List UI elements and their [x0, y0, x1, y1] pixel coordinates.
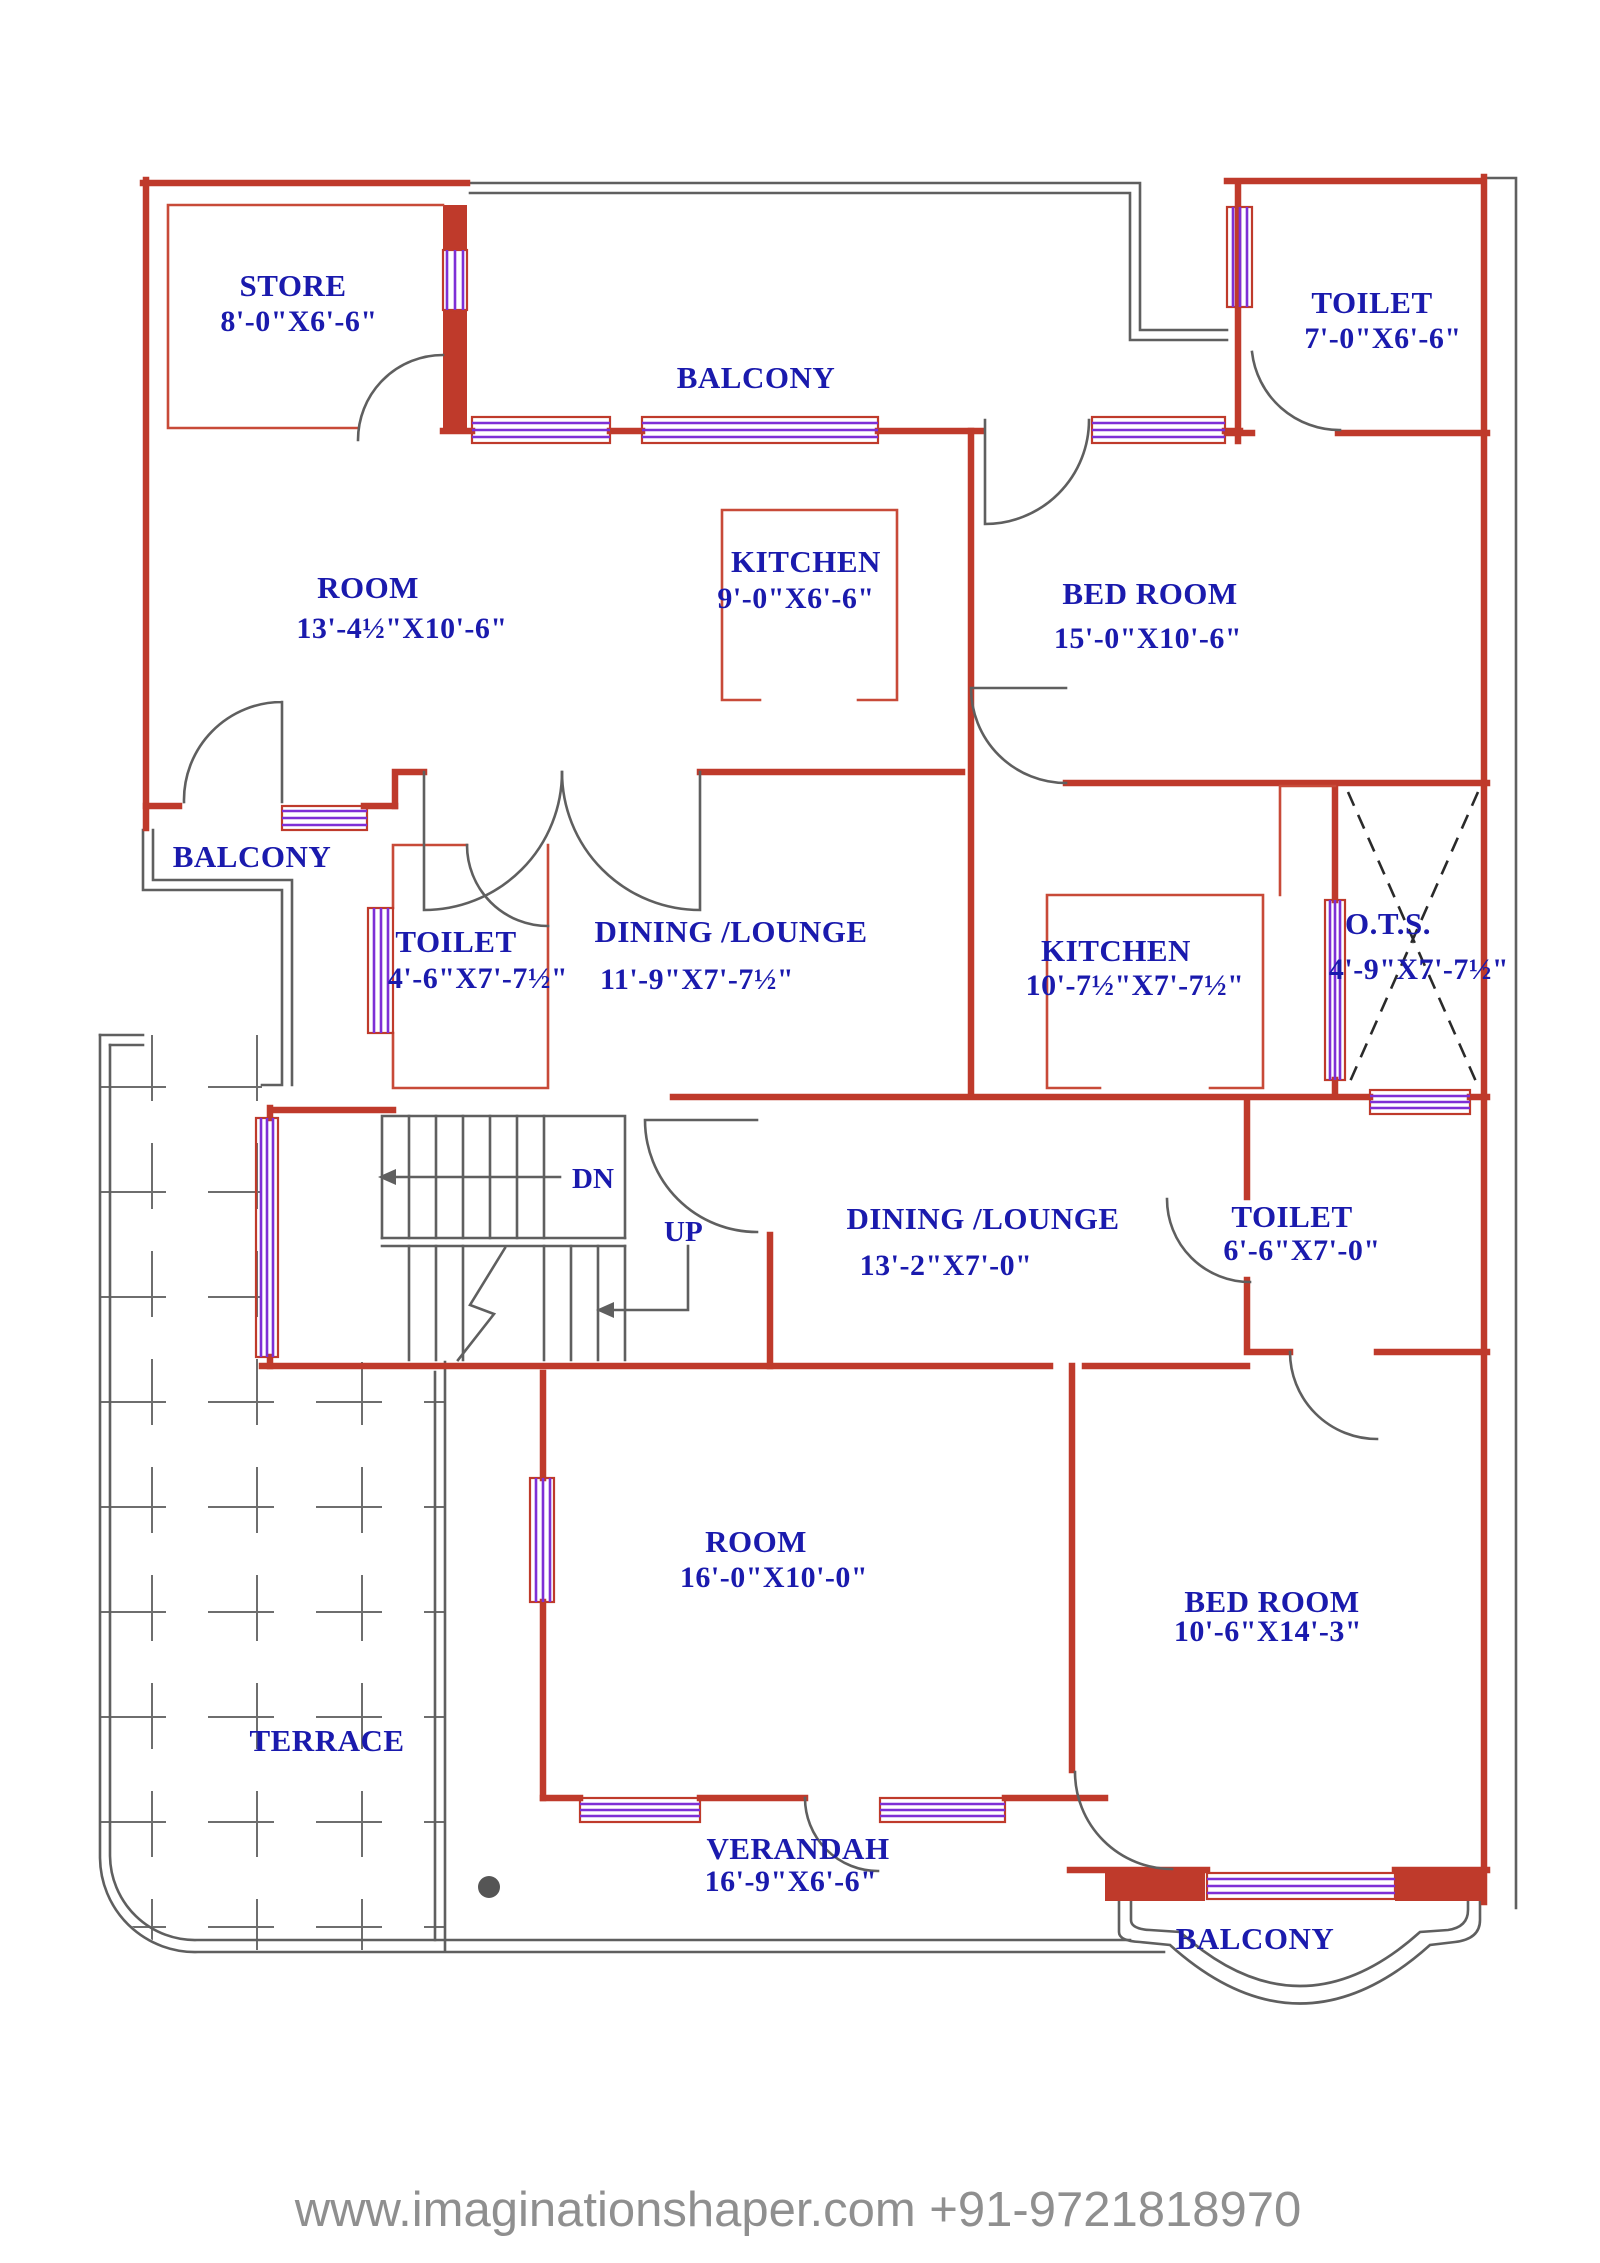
room-label-dining119-name: DINING /LOUNGE [594, 914, 867, 949]
balcony-left-outline [141, 828, 294, 1087]
window-ots-bottom [1368, 1088, 1472, 1116]
stair-up-arrow [605, 1244, 690, 1312]
room-label-store-name: STORE [239, 268, 346, 303]
window-room13-bottom [280, 804, 369, 832]
stair-break-line [456, 1246, 507, 1362]
room-labels: STORE 8'-0"X6'-6" BALCONY TOILET 7'-0"X6… [173, 268, 1509, 1956]
balcony-top-outline [468, 181, 1229, 342]
window-ots-left [1323, 898, 1347, 1082]
room-label-store-dims: 8'-0"X6'-6" [220, 305, 377, 338]
doors [182, 350, 1379, 1873]
inner-face-lines [166, 203, 1337, 1090]
room-label-toilet66-dims: 6'-6"X7'-0" [1223, 1234, 1380, 1267]
window-kitchen9-top [470, 415, 880, 445]
door-store [356, 353, 445, 442]
room-label-kitchen107-name: KITCHEN [1041, 933, 1191, 968]
room-label-kitchen107-dims: 10'-7½"X7'-7½" [1026, 969, 1245, 1002]
window-bedroom15-top [1090, 415, 1227, 445]
window-store-right [441, 248, 469, 312]
room-label-bedroom15-dims: 15'-0"X10'-6" [1054, 622, 1242, 655]
room-label-ots-name: O.T.S. [1345, 906, 1431, 941]
room-label-verandah-name: VERANDAH [706, 1831, 889, 1866]
room-label-room13-dims: 13'-4½"X10'-6" [296, 612, 507, 645]
door-hall-dining132 [643, 1118, 759, 1234]
door-bedroom15 [969, 686, 1068, 785]
room-label-bedroom106-dims: 10'-6"X14'-3" [1174, 1615, 1362, 1648]
room-label-toilet66-name: TOILET [1231, 1199, 1352, 1234]
room-label-bedroom106-name: BED ROOM [1184, 1584, 1359, 1619]
stair-label-up: UP [664, 1216, 703, 1248]
windows [254, 205, 1472, 1901]
room-label-toilet-top-right-name: TOILET [1311, 285, 1432, 320]
door-room16-verandah [803, 1796, 880, 1873]
room-label-dining119-dims: 11'-9"X7'-7½" [600, 963, 794, 996]
room-label-room16-name: ROOM [705, 1524, 807, 1559]
window-bedroom106-bottom [1205, 1871, 1397, 1901]
door-toilet-top-right [1250, 350, 1342, 432]
terrace-outline [98, 1033, 1166, 1954]
staircase [378, 1114, 690, 1362]
room-label-toilet46-name: TOILET [395, 924, 516, 959]
room-label-verandah-dims: 16'-9"X6'-6" [705, 1865, 878, 1898]
balcony-bottom-outline [1117, 1900, 1482, 2005]
stair-label-dn: DN [572, 1163, 614, 1195]
door-room13-balcony [182, 700, 284, 804]
window-stairs-left [254, 1116, 280, 1359]
right-exterior-trim [1485, 176, 1518, 1910]
room-label-dining132-name: DINING /LOUNGE [846, 1201, 1119, 1236]
door-toilet66-bedroom [1288, 1350, 1379, 1441]
door-double-dining119-right [560, 770, 702, 912]
room-label-ots-dims: 4'-9"X7'-7½" [1329, 953, 1509, 986]
window-toilet-top-right [1225, 205, 1254, 309]
door-double-dining119-left [422, 770, 564, 912]
window-toilet46-left [366, 906, 395, 1035]
column-dot [478, 1876, 500, 1898]
room-label-room13-name: ROOM [317, 570, 419, 605]
door-toilet66 [1165, 1197, 1252, 1284]
wall-piers [443, 205, 1487, 1901]
window-room16-left [528, 1476, 556, 1604]
room-label-toilet46-dims: 4'-6"X7'-7½" [388, 962, 568, 995]
door-bedroom106-verandah [1073, 1770, 1174, 1871]
room-label-toilet-top-right-dims: 7'-0"X6'-6" [1304, 322, 1461, 355]
room-label-kitchen9-name: KITCHEN [731, 544, 881, 579]
room-label-balcony-bottom: BALCONY [1176, 1921, 1335, 1956]
window-room16-bottom [578, 1796, 1007, 1824]
door-balcony-bedroom15 [983, 418, 1091, 526]
watermark-text: www.imaginationshaper.com +91-9721818970 [294, 2183, 1302, 2237]
room-label-balcony-left: BALCONY [173, 839, 332, 874]
stair-dn-arrowhead [378, 1169, 396, 1185]
room-label-balcony-top: BALCONY [677, 360, 836, 395]
ots-cross [1346, 791, 1480, 1087]
room-label-terrace: TERRACE [249, 1723, 404, 1758]
room-label-dining132-dims: 13'-2"X7'-0" [860, 1249, 1033, 1282]
room-label-bedroom15-name: BED ROOM [1062, 576, 1237, 611]
stair-up-arrowhead [596, 1302, 614, 1318]
room-label-room16-dims: 16'-0"X10'-0" [680, 1561, 868, 1594]
door-toilet46 [465, 843, 550, 928]
room-label-kitchen9-dims: 9'-0"X6'-6" [717, 582, 874, 615]
